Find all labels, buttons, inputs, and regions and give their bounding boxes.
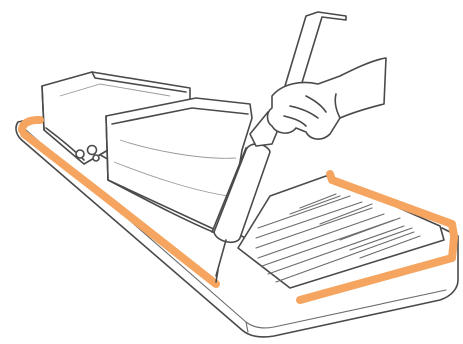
- hand: [268, 58, 387, 139]
